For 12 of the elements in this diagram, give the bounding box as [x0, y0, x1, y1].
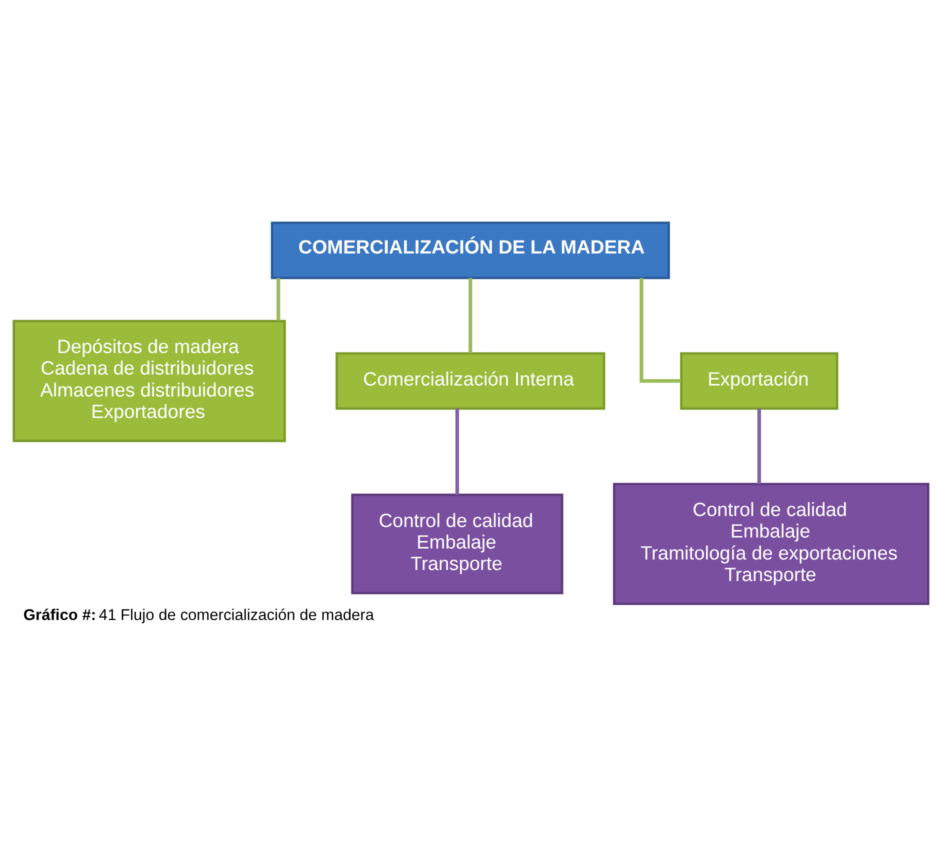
node-box: Exportación: [680, 352, 838, 410]
connector: [640, 278, 681, 383]
connector: [455, 408, 460, 495]
node-box: COMERCIALIZACIÓN DE LA MADERA: [270, 222, 670, 280]
connector: [757, 408, 761, 484]
node-box: Control de calidad Embalaje Tramitología de exportaciones Transporte: [613, 482, 930, 606]
node-box: Control de calidad Embalaje Transporte: [351, 494, 564, 594]
node-box: Depósitos de madera Cadena de distribuidores Almacenes distribuidores Exportadores: [12, 320, 286, 442]
connector: [276, 278, 280, 321]
caption: Gráfico #: 41 Flujo de comercialización de madera: [23, 606, 374, 624]
node-box: Comercialización Interna: [336, 352, 606, 410]
connector: [468, 278, 472, 354]
